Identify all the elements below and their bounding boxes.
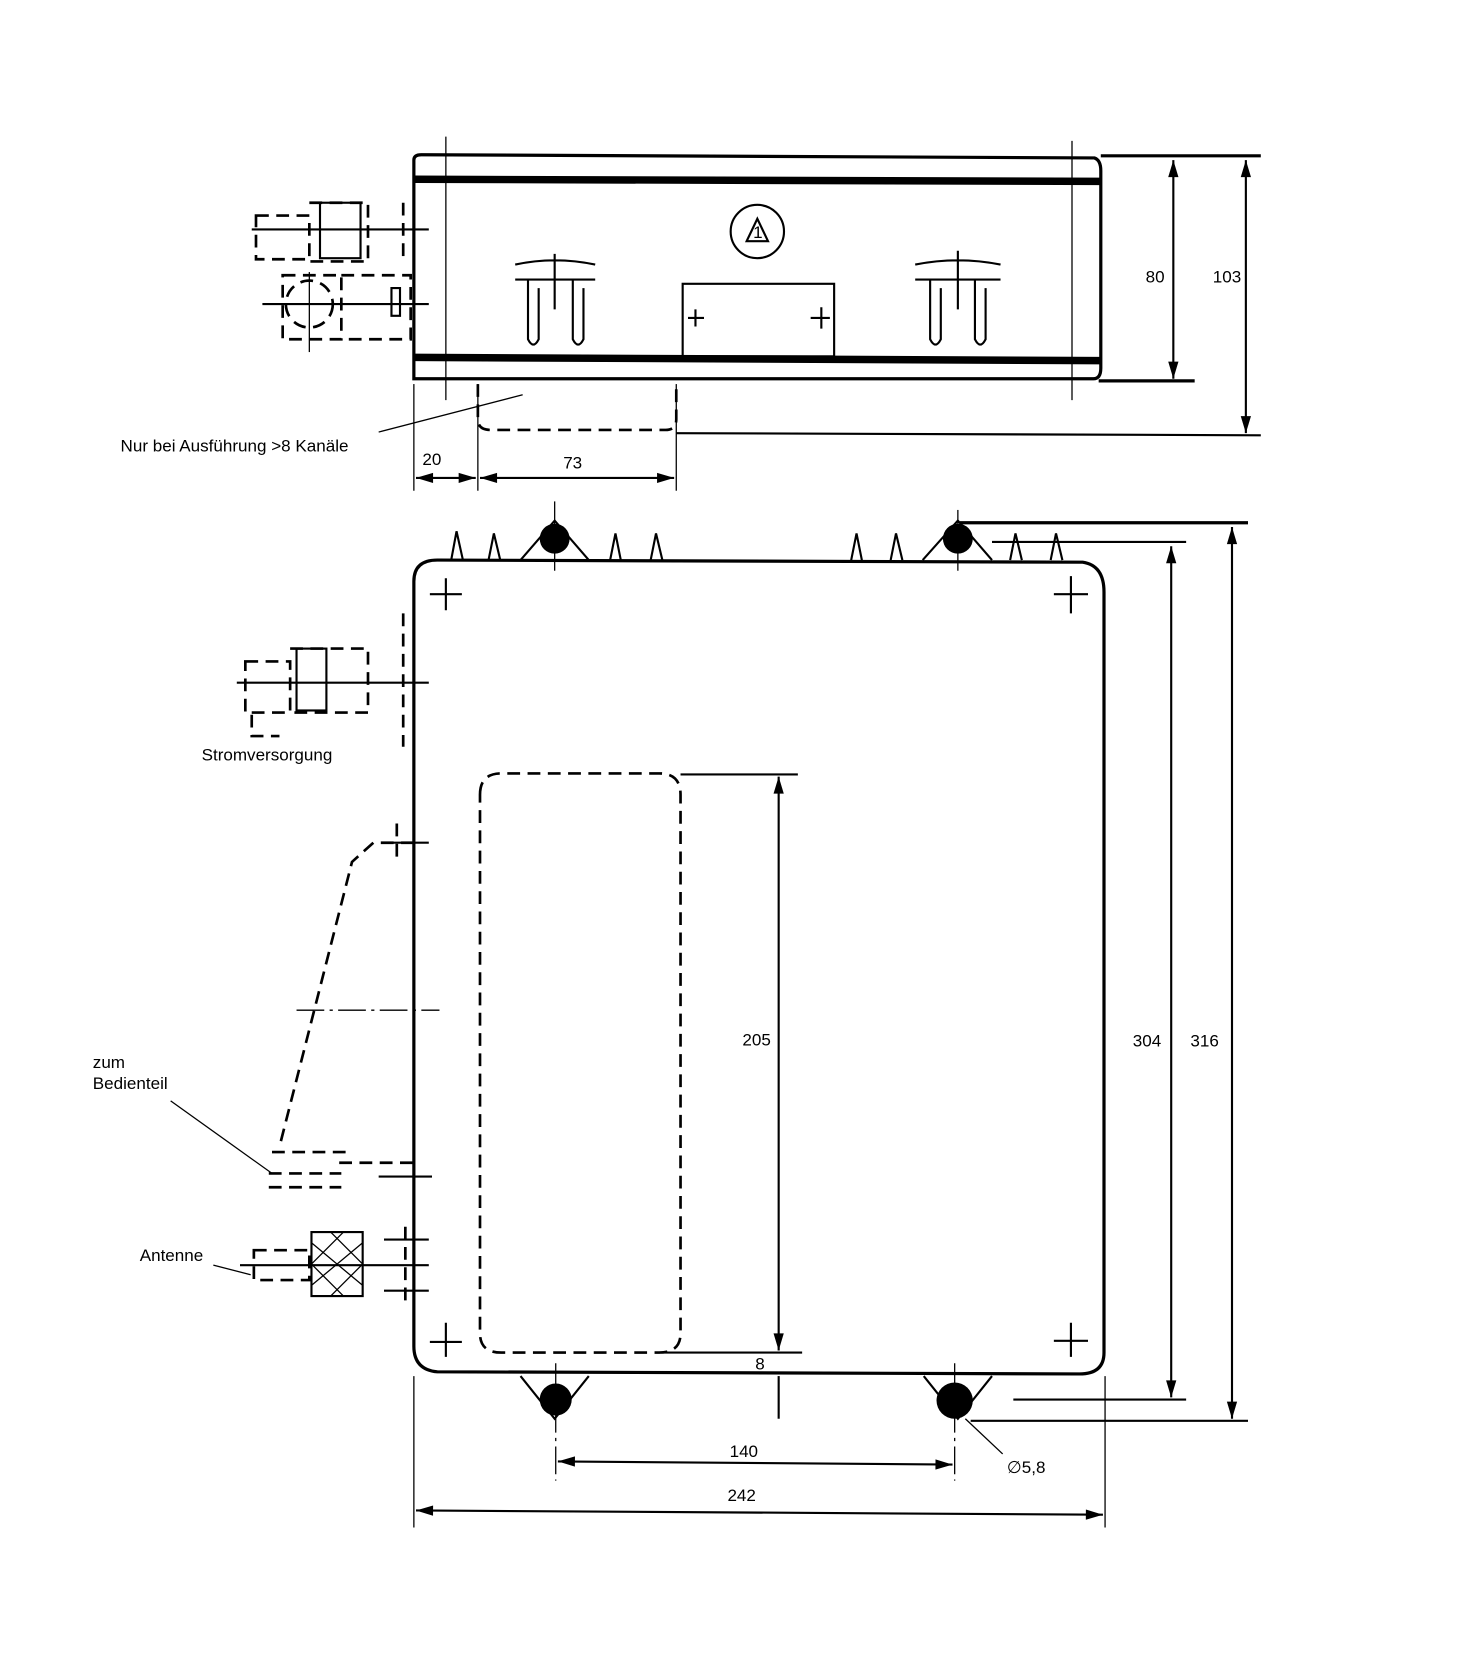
front-view: 205 8 Stromversorgung zum Bedienteil bbox=[93, 501, 1248, 1528]
note-label: Nur bei Ausführung >8 Kanäle bbox=[121, 436, 349, 455]
dim-242: 242 bbox=[727, 1486, 755, 1505]
dim-304: 304 bbox=[1133, 1031, 1161, 1050]
antenna-connector-icon bbox=[240, 1226, 429, 1304]
control-label-line1: zum bbox=[93, 1053, 125, 1072]
control-label-line2: Bedienteil bbox=[93, 1074, 168, 1093]
warning-symbol-icon: 1 bbox=[729, 203, 786, 260]
connector-bottom-icon bbox=[262, 272, 429, 353]
top-pins bbox=[450, 501, 1064, 571]
dim-73: 73 bbox=[563, 453, 582, 472]
dim-205: 205 bbox=[742, 1030, 770, 1049]
dim-8: 8 bbox=[755, 1355, 764, 1374]
dim-316: 316 bbox=[1190, 1031, 1218, 1050]
control-cable-icon bbox=[268, 823, 440, 1189]
power-connector-icon bbox=[236, 613, 429, 747]
antenna-label: Antenne bbox=[140, 1246, 204, 1265]
mounting-clip-right bbox=[914, 250, 1001, 346]
svg-text:1: 1 bbox=[753, 223, 762, 242]
bottom-mounting-lugs bbox=[519, 1363, 993, 1481]
connector-top-icon bbox=[251, 201, 429, 263]
dim-20: 20 bbox=[422, 450, 441, 469]
dim-103: 103 bbox=[1213, 268, 1241, 287]
mounting-clip-left bbox=[514, 253, 596, 346]
dim-80: 80 bbox=[1146, 268, 1165, 287]
dim-140: 140 bbox=[730, 1442, 758, 1461]
power-supply-label: Stromversorgung bbox=[202, 746, 333, 765]
top-view: 1 80 103 bbox=[121, 136, 1261, 491]
dim-hole-diameter: ∅5,8 bbox=[1007, 1458, 1046, 1477]
